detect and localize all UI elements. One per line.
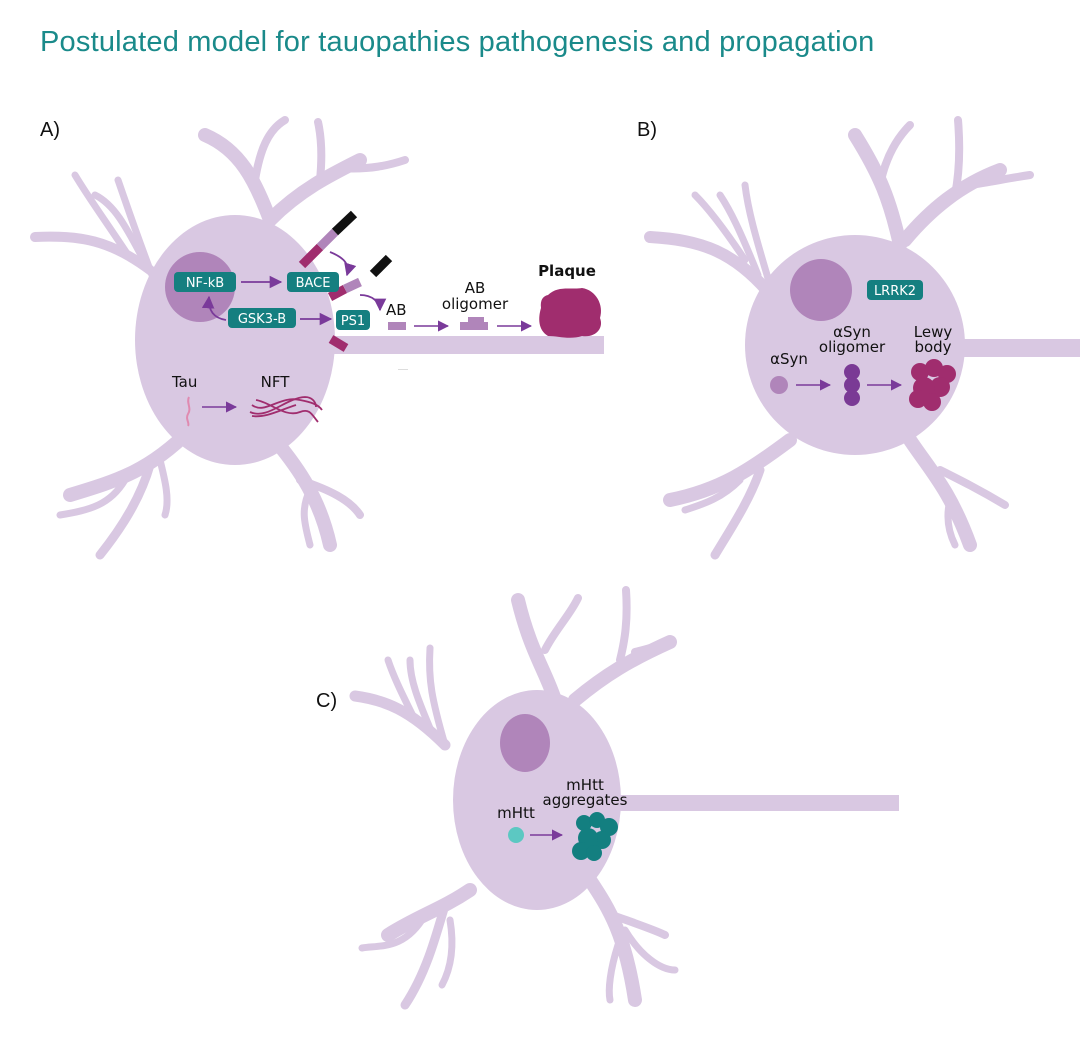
panel-c-label: C) xyxy=(316,690,337,712)
cell-body-a xyxy=(135,215,335,465)
badge-ps1: PS1 xyxy=(336,310,370,330)
label-lewy-line2: body xyxy=(914,338,951,356)
label-tau: Tau xyxy=(171,373,197,391)
label-ab-oligomer-line1: AB xyxy=(465,279,486,297)
svg-text:LRRK2: LRRK2 xyxy=(874,284,916,299)
nft-tangle xyxy=(249,396,323,423)
plaque xyxy=(539,288,602,338)
panel-b: B) LRRK2 αSyn αSyn olig xyxy=(637,116,1080,560)
svg-text:GSK3-B: GSK3-B xyxy=(238,312,286,327)
membrane-protein-upper xyxy=(298,210,358,269)
separator-dot xyxy=(398,369,408,370)
badge-nfkb: NF-kB xyxy=(174,272,236,292)
label-plaque: Plaque xyxy=(538,262,596,280)
ab-monomer xyxy=(388,322,406,330)
mhtt-aggregates xyxy=(572,812,618,861)
neuron-c xyxy=(349,586,899,1010)
asyn-oligomer xyxy=(844,364,860,406)
label-mhtt-aggregates-line2: aggregates xyxy=(543,791,628,809)
nucleus-b xyxy=(790,259,852,321)
svg-text:PS1: PS1 xyxy=(341,314,365,329)
figure-title: Postulated model for tauopathies pathoge… xyxy=(40,26,875,58)
label-asyn: αSyn xyxy=(770,350,808,368)
badge-gsk3b: GSK3-B xyxy=(228,308,296,328)
cleaved-fragment-black xyxy=(369,254,393,278)
panel-a: A) xyxy=(30,116,604,560)
label-asyn-oligomer-line1: αSyn xyxy=(833,323,871,341)
label-mhtt-aggregates-line1: mHtt xyxy=(566,776,604,794)
cleavage-arrow-2 xyxy=(359,294,387,312)
label-ab-oligomer-line2: oligomer xyxy=(442,295,509,313)
nucleus-c xyxy=(500,714,550,772)
label-mhtt: mHtt xyxy=(497,804,535,822)
membrane-protein-middle xyxy=(327,277,362,301)
arrow-gsk3b-nfkb xyxy=(201,295,227,321)
badge-lrrk2: LRRK2 xyxy=(867,280,923,300)
lewy-body xyxy=(909,359,956,411)
label-nft: NFT xyxy=(261,373,291,391)
label-lewy-line1: Lewy xyxy=(914,323,953,341)
badge-bace: BACE xyxy=(287,272,339,292)
asyn-monomer xyxy=(770,376,788,394)
neuron-b xyxy=(644,116,1080,560)
svg-text:BACE: BACE xyxy=(296,276,331,291)
membrane-protein-lower xyxy=(328,335,349,352)
svg-text:NF-kB: NF-kB xyxy=(186,276,224,291)
panel-a-label: A) xyxy=(40,119,60,141)
tau-monomer xyxy=(186,396,191,427)
ab-oligomer xyxy=(460,317,488,330)
panel-c: C) mHtt mHtt aggregates xyxy=(316,586,899,1010)
panel-b-label: B) xyxy=(637,119,657,141)
mhtt-monomer xyxy=(508,827,524,843)
neuron-a xyxy=(30,116,604,560)
label-ab: AB xyxy=(386,301,407,319)
label-asyn-oligomer-line2: oligomer xyxy=(819,338,886,356)
cleavage-arrow-1 xyxy=(329,251,357,277)
